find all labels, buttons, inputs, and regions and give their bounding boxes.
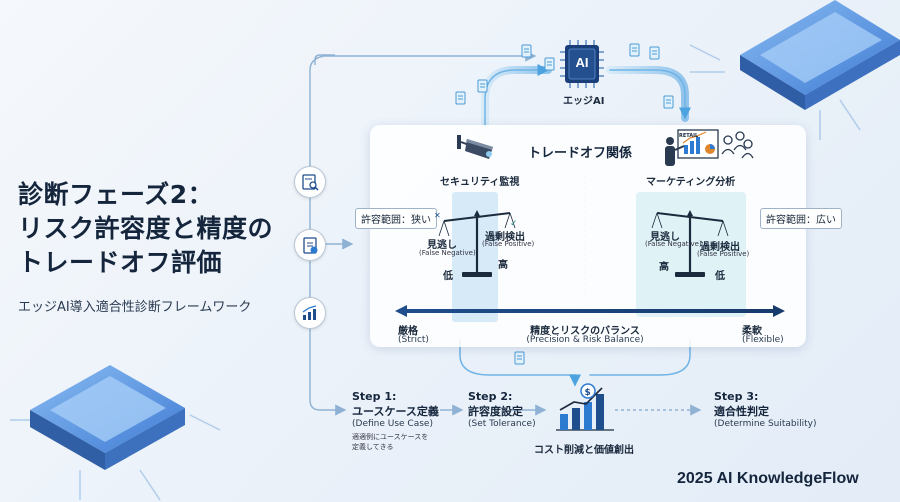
step-1: Step 1: ユースケース定義 (Define Use Case) 適適例にユ… [352, 390, 439, 451]
scale-icon-right [651, 210, 729, 277]
chip-top-right [689, 0, 900, 140]
svg-text:✕: ✕ [434, 211, 441, 220]
edge-ai-label: エッジAI [563, 96, 605, 107]
range-tag-narrow: 許容範囲：狭い [355, 208, 437, 229]
growth-chart-icon [294, 297, 326, 329]
checklist-icon [294, 229, 326, 261]
left-highlight-column [452, 192, 498, 322]
marketing-label: マーケティング分析 [646, 177, 736, 188]
ai-chip-icon [560, 40, 604, 88]
marketing-presentation-icon [665, 129, 754, 166]
svg-text:✓: ✓ [510, 219, 518, 229]
axis-right-label: 柔軟 [742, 326, 762, 337]
brand-footer: 2025 AI KnowledgeFlow [677, 470, 859, 487]
right-fp-sub: (False Positive) [697, 250, 750, 258]
document-icon [629, 43, 640, 57]
page-subtitle: エッジAI導入適合性診断フレームワーク [18, 300, 252, 315]
axis-right-sub: (Flexible) [742, 335, 784, 345]
axis-left-sub: (Strict) [398, 335, 429, 345]
chart-retail-text: RETAIL [679, 133, 699, 139]
document-icon [521, 44, 532, 58]
document-icon [649, 46, 660, 60]
left-fp-level: 高 [498, 260, 508, 271]
right-fp-label: 過剰検出 [700, 242, 740, 253]
document-icon [663, 95, 674, 109]
right-fn-level: 高 [659, 262, 669, 273]
chip-bottom-left [10, 365, 221, 501]
axis-center-sub: (Precision & Risk Balance) [526, 335, 644, 345]
ai-chip-text: AI [575, 55, 589, 70]
svg-text:$: $ [585, 388, 591, 398]
left-fn-level: 低 [443, 271, 453, 282]
security-camera-icon [457, 135, 493, 159]
search-document-icon [294, 166, 326, 198]
step-2: Step 2: 許容度設定 (Set Tolerance) [468, 390, 536, 429]
step-3: Step 3: 適合性判定 (Determine Suitability) [714, 390, 817, 429]
document-icon [477, 79, 488, 93]
right-fn-label: 見逃し [650, 232, 680, 243]
document-icon [514, 351, 525, 365]
growth-bar-chart-icon: $ [556, 383, 614, 431]
panel-title: トレードオフ関係 [528, 146, 633, 161]
left-fn-label: 見逃し [427, 240, 457, 251]
left-fp-label: 過剰検出 [485, 232, 525, 243]
axis-center-label: 精度とリスクのバランス [530, 326, 640, 337]
right-fn-sub: (False Negative) [645, 240, 702, 248]
scale-icon-left: ✕ ✓ [434, 210, 518, 277]
axis-left-label: 厳格 [398, 326, 418, 337]
range-tag-wide: 許容範囲：広い [760, 208, 842, 229]
right-fp-level: 低 [715, 271, 725, 282]
left-fp-sub: (False Positive) [482, 240, 535, 248]
document-icon [544, 57, 555, 71]
page-title: 診断フェーズ2： リスク許容度と精度の トレードオフ評価 [18, 180, 274, 277]
outcome-label: コスト削減と価値創出 [534, 445, 634, 456]
security-label: セキュリティ監視 [440, 177, 520, 188]
document-icon [455, 91, 466, 105]
left-fn-sub: (False Negative) [419, 249, 476, 257]
balance-axis-arrow [395, 305, 785, 317]
